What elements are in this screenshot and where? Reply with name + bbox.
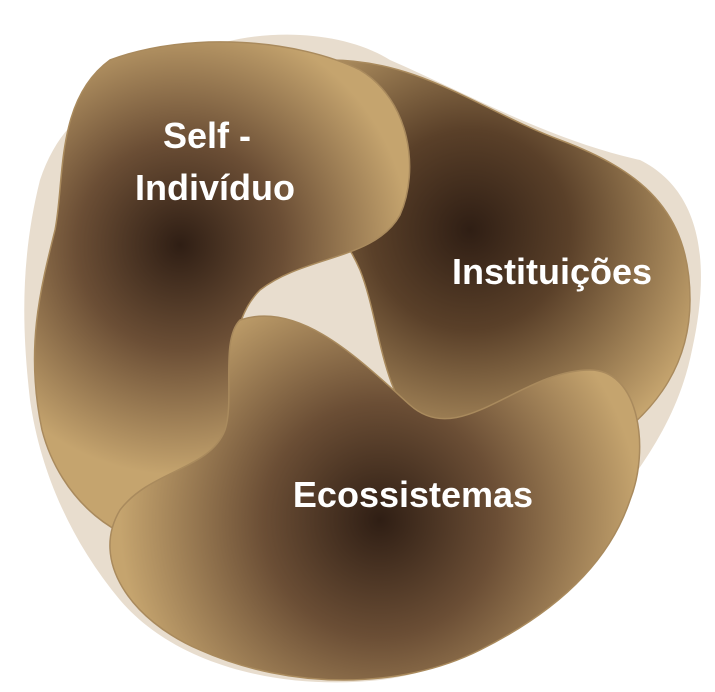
label-institutions: Instituições (452, 251, 652, 292)
label-self-line2: Indivíduo (135, 167, 295, 208)
label-self-line1: Self - (163, 115, 251, 156)
label-ecosystems: Ecossistemas (293, 474, 533, 515)
lobe-ecosystems (109, 315, 641, 681)
